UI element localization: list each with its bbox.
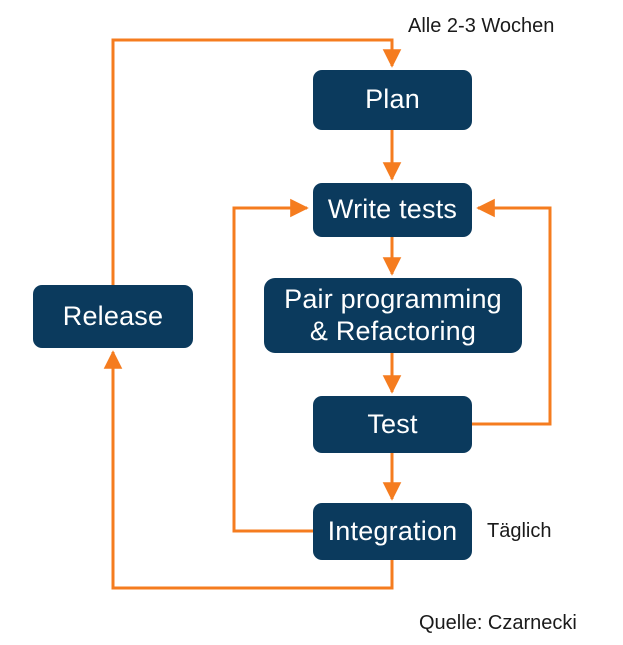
node-integration-label: Integration <box>327 515 458 546</box>
node-test[interactable]: Test <box>313 396 472 453</box>
node-write-tests-label: Write tests <box>327 194 458 225</box>
node-pair-programming[interactable]: Pair programming & Refactoring <box>264 278 522 353</box>
edge-test-to-write-tests-loop <box>472 198 552 426</box>
annotation-source: Quelle: Czarnecki <box>419 612 577 634</box>
node-release-label: Release <box>62 300 164 331</box>
node-plan[interactable]: Plan <box>313 70 472 130</box>
node-write-tests[interactable]: Write tests <box>313 183 472 237</box>
node-pair-programming-label: Pair programming & Refactoring <box>284 283 502 346</box>
edge-integration-to-write-tests-loop <box>232 198 313 533</box>
edge-release-to-plan <box>111 38 402 285</box>
node-integration[interactable]: Integration <box>313 503 472 560</box>
annotation-release-cadence: Alle 2-3 Wochen <box>408 15 555 37</box>
node-plan-label: Plan <box>365 84 420 115</box>
node-release[interactable]: Release <box>33 285 193 348</box>
annotation-daily-cadence: Täglich <box>487 520 552 542</box>
edge-integration-to-release-loop <box>103 350 394 590</box>
node-test-label: Test <box>367 408 418 439</box>
